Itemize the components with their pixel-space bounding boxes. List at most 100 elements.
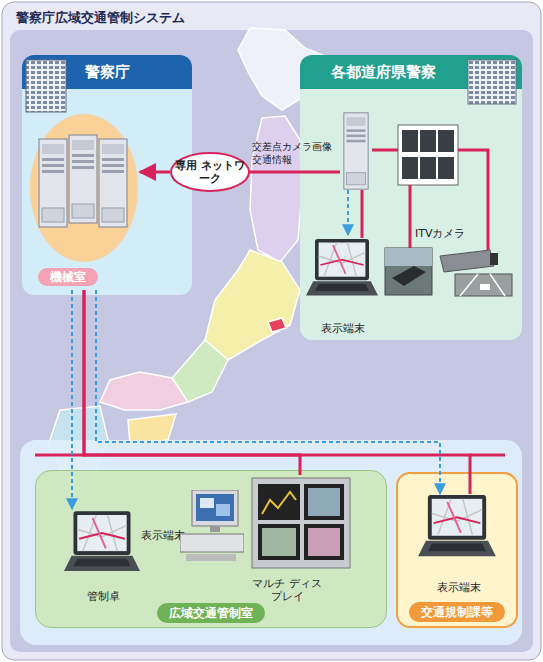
monitor-rack xyxy=(438,157,454,179)
network-label: 専用 ネットワーク xyxy=(174,152,246,192)
road-photo xyxy=(455,274,512,296)
camera-photo xyxy=(385,248,432,266)
data-flow-arrow xyxy=(71,290,73,509)
japan-map xyxy=(128,414,176,444)
prefecture-wires xyxy=(372,149,398,152)
server-cabinets xyxy=(39,135,127,227)
prefecture-wires xyxy=(361,190,364,238)
itv-camera xyxy=(440,250,494,272)
machine-room: 機械室 xyxy=(28,110,140,290)
multi-display-icon xyxy=(252,478,350,568)
laptop-icons xyxy=(306,239,378,296)
data-flow-arrow xyxy=(96,290,440,494)
terminal-node: 表示端末 xyxy=(141,489,246,569)
prefecture-wires xyxy=(409,185,412,248)
multi-display-icon xyxy=(304,524,344,560)
prefecture-wires xyxy=(347,190,349,235)
server-cabinets xyxy=(99,139,127,227)
multi-display-icon xyxy=(258,484,300,520)
laptop-icons xyxy=(64,511,140,571)
multi-display-icon xyxy=(252,478,350,568)
multi-display-icon xyxy=(308,528,340,556)
japan-map xyxy=(268,318,286,332)
bus-stubs xyxy=(35,454,84,457)
road-photo xyxy=(480,284,490,290)
device-label: マルチ ディスプレイ xyxy=(249,577,325,603)
network-ellipse: 専用 ネットワーク xyxy=(170,152,250,192)
road-photo xyxy=(455,274,512,296)
connectors xyxy=(72,172,470,509)
multi-display-icon xyxy=(258,524,300,560)
multi-display-icon xyxy=(262,528,296,556)
monitor-rack xyxy=(438,130,454,152)
itv-camera xyxy=(440,250,498,272)
panel-title: 警察庁 xyxy=(22,55,192,89)
monitor-rack xyxy=(402,130,418,152)
frame xyxy=(10,30,533,652)
network-line xyxy=(250,171,300,174)
japan-map xyxy=(205,250,300,360)
device-label: 表示端末 xyxy=(304,322,382,335)
room-label: 交通規制課等 xyxy=(409,602,505,622)
monitor-rack xyxy=(398,125,458,185)
camera-photo xyxy=(385,248,432,295)
monitor-rack xyxy=(420,130,436,152)
multi-display-icon xyxy=(262,492,296,514)
bottom-area xyxy=(20,440,522,645)
prefecture-wires xyxy=(300,171,340,174)
multi-display-icon xyxy=(308,488,340,516)
laptop-icons xyxy=(418,495,496,556)
device-label: 管制卓 xyxy=(64,590,142,603)
multi-display-node: マルチ ディスプレイ xyxy=(249,475,354,603)
network-line xyxy=(84,290,470,494)
camera-node: ITVカメラ xyxy=(415,227,515,297)
prefecture-building xyxy=(468,60,516,104)
prefecture-building xyxy=(468,60,516,104)
prefecture-server xyxy=(344,113,368,189)
japan-map xyxy=(250,116,302,262)
room-label: 広域交通管制室 xyxy=(157,603,265,623)
diagram-title: 警察庁広域交通管制システム xyxy=(16,9,185,27)
prefecture-panel: ITVカメラ表示端末 各都道府県警察 xyxy=(300,55,522,340)
monitor-rack xyxy=(420,157,436,179)
bus-stubs xyxy=(470,454,505,457)
network-arrow xyxy=(140,171,170,174)
road-photo xyxy=(460,274,505,296)
terminal-node: 表示端末 xyxy=(416,494,502,594)
agency-building xyxy=(26,60,66,112)
laptop-icons xyxy=(64,239,496,571)
prefecture-wires xyxy=(300,150,488,250)
desktop-icon xyxy=(180,490,244,561)
monitor-rack xyxy=(398,125,458,185)
desktop-icon xyxy=(180,490,244,561)
prefecture-server xyxy=(344,113,368,189)
server-cabinets xyxy=(69,135,97,223)
monitor-rack xyxy=(402,157,418,179)
node-outline xyxy=(30,114,138,262)
camera-photo xyxy=(385,248,432,295)
control-room-panel: 管制卓 表示端末マルチ ディスプレイ広域交通管制室 xyxy=(35,470,387,628)
regulation-panel: 表示端末交通規制課等 xyxy=(396,472,518,628)
console-node: 管制卓 xyxy=(64,509,142,603)
node-outline xyxy=(171,153,249,191)
agency-panel: 機械室 警察庁 xyxy=(22,55,192,295)
bus-stubs xyxy=(35,454,505,457)
device-label: 表示端末 xyxy=(141,529,185,542)
device-label: ITVカメラ xyxy=(415,227,466,240)
room-label: 機械室 xyxy=(38,268,98,286)
node-outline xyxy=(28,110,140,290)
panel-title: 各都道府県警察 xyxy=(300,55,522,89)
japan-map xyxy=(100,372,188,410)
multi-display-icon xyxy=(304,484,344,520)
prefecture-wires xyxy=(458,150,488,250)
camera-photo xyxy=(392,266,426,286)
network-line xyxy=(84,290,300,475)
agency-building xyxy=(26,60,66,112)
itv-camera xyxy=(490,253,498,265)
device-label: 表示端末 xyxy=(416,581,502,594)
terminal-node: 表示端末 xyxy=(304,235,382,335)
